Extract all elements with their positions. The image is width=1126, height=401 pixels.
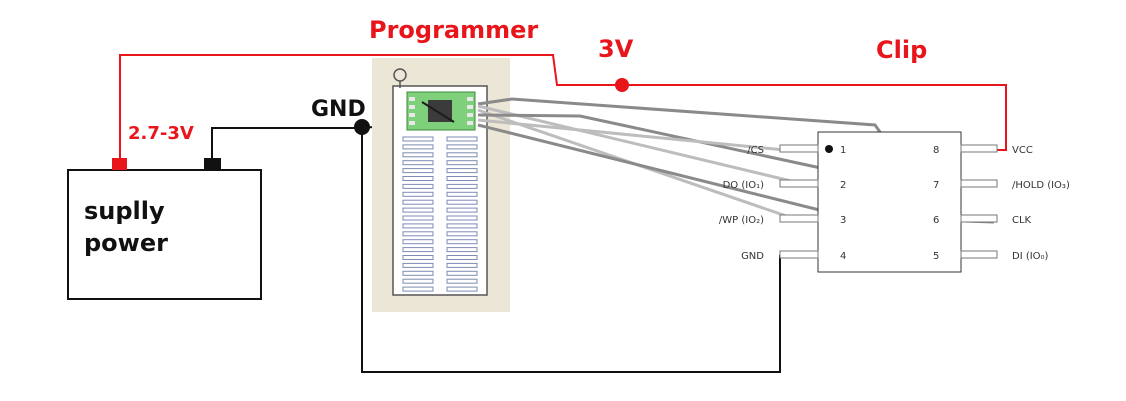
chip-pin-label: /HOLD (IO₃) <box>1012 180 1070 191</box>
socket-slot-right <box>446 239 478 245</box>
socket-slot-left <box>402 144 434 150</box>
socket-slot-left <box>402 207 434 213</box>
socket-slot-left <box>402 231 434 237</box>
chip-pin-label: VCC <box>1012 145 1033 156</box>
chip-pin-number: 7 <box>933 180 939 191</box>
chip-pin-number: 5 <box>933 251 939 262</box>
chip-pin-number: 8 <box>933 145 939 156</box>
gnd-junction-dot <box>354 119 370 135</box>
socket-slot-right <box>446 286 478 292</box>
socket-slot-right <box>446 278 478 284</box>
socket-slot-right <box>446 247 478 253</box>
adapter-pad <box>467 105 473 109</box>
supply-positive-terminal <box>112 158 127 170</box>
chip-pin-right <box>960 179 998 188</box>
chip-pin-label: DI (IO₀) <box>1012 251 1049 262</box>
adapter-pad <box>409 121 415 125</box>
socket-slot-left <box>402 183 434 189</box>
chip-pin-number: 6 <box>933 215 939 226</box>
chip-body <box>817 131 962 273</box>
supply-negative-terminal <box>204 158 221 170</box>
socket-slot-left <box>402 262 434 268</box>
socket-slot-left <box>402 215 434 221</box>
chip-pin-left <box>779 250 819 259</box>
chip-pin-label: DO (IO₁) <box>723 180 764 191</box>
adapter-pad <box>409 97 415 101</box>
socket-slot-right <box>446 136 478 142</box>
socket-slot-right <box>446 207 478 213</box>
chip-pin-number: 4 <box>840 251 846 262</box>
clip-label: Clip <box>876 36 927 64</box>
adapter-pad <box>467 121 473 125</box>
socket-slot-right <box>446 231 478 237</box>
socket-slot-left <box>402 255 434 260</box>
wire-do <box>477 104 796 184</box>
socket-slot-left <box>402 286 434 292</box>
adapter-pad <box>409 105 415 109</box>
socket-slot-left <box>402 152 434 158</box>
socket-slot-left <box>402 176 434 181</box>
chip-pin-right <box>960 144 998 153</box>
chip-pin-label: /WP (IO₂) <box>719 215 764 226</box>
adapter-pad <box>467 97 473 101</box>
soic-adapter-board <box>406 91 476 131</box>
socket-slot-left <box>402 223 434 229</box>
chip-pin-right <box>960 250 998 259</box>
socket-slot-left <box>402 270 434 276</box>
vcc-junction-dot <box>615 78 629 92</box>
socket-slot-right <box>446 183 478 189</box>
socket-slot-right <box>446 255 478 260</box>
socket-slot-right <box>446 144 478 150</box>
chip-pin-number: 1 <box>840 145 846 156</box>
voltage-3v-label: 3V <box>598 35 634 63</box>
socket-slot-left <box>402 136 434 142</box>
socket-slot-left <box>402 278 434 284</box>
chip-pin-label: /CS <box>747 145 764 156</box>
socket-slot-right <box>446 215 478 221</box>
socket-slot-right <box>446 176 478 181</box>
chip-pin-left <box>779 214 819 223</box>
chip-pin-number: 2 <box>840 180 846 191</box>
chip-pin-right <box>960 214 998 223</box>
socket-slot-left <box>402 160 434 166</box>
socket-slot-left <box>402 191 434 197</box>
supply-voltage-label: 2.7-3V <box>128 123 194 144</box>
socket-slot-left <box>402 199 434 205</box>
chip-pin-left <box>779 179 819 188</box>
chip-pin-number: 3 <box>840 215 846 226</box>
supply-power-box <box>67 169 262 300</box>
socket-slot-right <box>446 191 478 197</box>
chip-pin-left <box>779 144 819 153</box>
socket-slot-left <box>402 239 434 245</box>
vcc-wire <box>119 54 1007 162</box>
chip-pin-label: CLK <box>1012 215 1032 226</box>
socket-slot-right <box>446 152 478 158</box>
socket-slot-right <box>446 262 478 268</box>
socket-slot-left <box>402 247 434 253</box>
socket-slot-right <box>446 160 478 166</box>
supply-power-label-line1: suplly <box>84 197 165 225</box>
programmer-label: Programmer <box>369 16 538 44</box>
socket-slot-right <box>446 223 478 229</box>
socket-slot-right <box>446 168 478 174</box>
gnd-label: GND <box>311 97 366 122</box>
supply-gnd-wire <box>211 127 362 160</box>
adapter-pad <box>409 113 415 117</box>
socket-slot-right <box>446 270 478 276</box>
adapter-pad <box>467 113 473 117</box>
wire-clk <box>477 118 786 152</box>
chip-pin-label: GND <box>741 251 764 262</box>
chip-pin1-marker <box>825 145 833 153</box>
supply-power-label-line2: power <box>84 229 168 257</box>
socket-slot-right <box>446 199 478 205</box>
socket-slot-left <box>402 168 434 174</box>
